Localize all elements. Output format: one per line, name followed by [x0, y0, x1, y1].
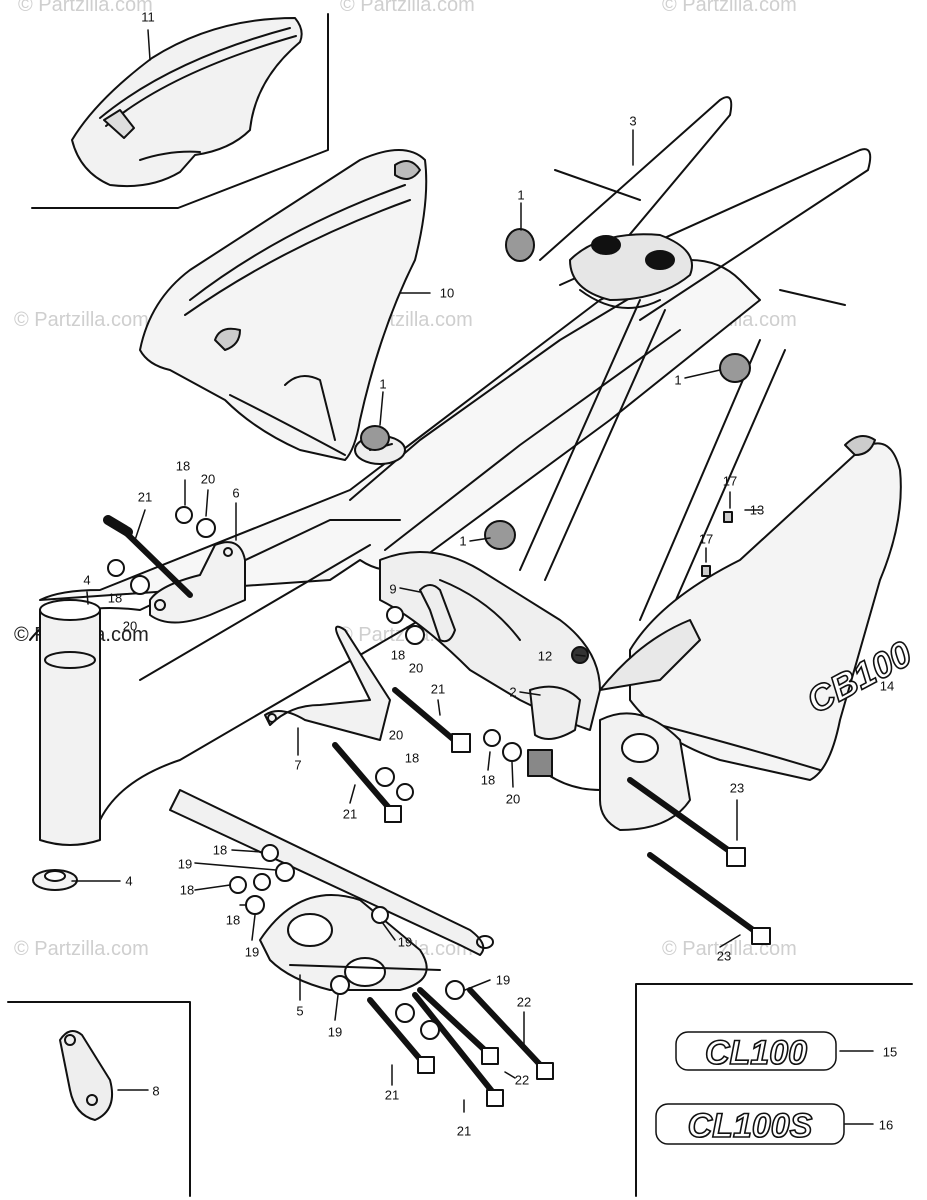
callout-label: 4	[125, 873, 133, 889]
nuts-washers	[107, 506, 522, 1040]
leader-lines	[71, 29, 883, 1125]
callout-label: 19	[177, 856, 193, 872]
part-1-rubbers	[360, 228, 751, 550]
callout-label: 3	[629, 113, 637, 129]
callout-label: 12	[537, 648, 553, 664]
callout-label: 20	[408, 660, 424, 676]
watermark: © Partzilla.com	[14, 938, 149, 960]
callout-label: 18	[390, 647, 406, 663]
section-borders	[7, 13, 913, 1197]
part-4-head-pipe	[32, 599, 101, 891]
watermark: © Partzilla.com	[18, 0, 153, 16]
part-8-bracket	[59, 1030, 114, 1121]
callout-label: 19	[397, 934, 413, 950]
callout-label: 13	[749, 502, 765, 518]
callout-label: 7	[294, 757, 302, 773]
bolts	[103, 515, 771, 1107]
callout-label: 18	[175, 458, 191, 474]
emblem-16: CL100S	[688, 1107, 813, 1145]
watermark: © Partzilla.com	[662, 0, 797, 16]
callout-label: 20	[505, 791, 521, 807]
watermark: © Partzilla.com	[340, 0, 475, 16]
callout-label: 15	[882, 1044, 898, 1060]
callout-label: 19	[327, 1024, 343, 1040]
callout-label: 18	[225, 912, 241, 928]
callout-label: 18	[404, 750, 420, 766]
callout-label: 18	[212, 842, 228, 858]
callout-label: 10	[439, 285, 455, 301]
callout-label: 1	[674, 372, 682, 388]
callout-label: 22	[516, 994, 532, 1010]
callout-label: 19	[244, 944, 260, 960]
callout-label: 5	[296, 1003, 304, 1019]
callout-label: 20	[122, 618, 138, 634]
part-9-bracket	[419, 584, 456, 643]
callout-label: 18	[179, 882, 195, 898]
part-13-side-cover	[599, 435, 902, 781]
callout-label: 17	[698, 531, 714, 547]
callout-label: 23	[729, 780, 745, 796]
callout-label: 17	[722, 473, 738, 489]
emblem-15: CL100	[705, 1034, 807, 1072]
callout-label: 1	[517, 187, 525, 203]
part-2-mount	[527, 646, 691, 831]
callout-label: 18	[107, 590, 123, 606]
callout-label: 18	[480, 772, 496, 788]
emblem-group: CB100 CL100 CL100S	[655, 632, 919, 1146]
watermark: © Partzilla.com	[14, 309, 149, 331]
part-17-clips	[701, 511, 733, 577]
callout-label: 19	[495, 972, 511, 988]
callout-label: 20	[200, 471, 216, 487]
callout-label: 21	[384, 1087, 400, 1103]
callout-label: 6	[232, 485, 240, 501]
callout-label: 22	[514, 1072, 530, 1088]
callout-label: 1	[459, 533, 467, 549]
part-11-side-cover	[71, 17, 303, 188]
callout-label: 9	[389, 581, 397, 597]
callout-label: 21	[430, 681, 446, 697]
callout-label: 21	[342, 806, 358, 822]
callout-label: 14	[879, 678, 895, 694]
callout-label: 16	[878, 1117, 894, 1133]
callout-label: 4	[83, 572, 91, 588]
callout-label: 23	[716, 948, 732, 964]
callout-label: 20	[388, 727, 404, 743]
callout-label: 2	[509, 684, 517, 700]
part-5-bracket	[259, 894, 441, 991]
part-6-bracket	[149, 541, 246, 624]
part-7-bracket	[264, 625, 391, 741]
callout-label: 21	[137, 489, 153, 505]
part-10-side-cover	[139, 149, 428, 461]
part-frame-main	[29, 96, 872, 956]
callout-label: 8	[152, 1083, 160, 1099]
callout-label: 1	[379, 376, 387, 392]
callout-label: 11	[141, 9, 155, 25]
callout-label: 21	[456, 1123, 472, 1139]
